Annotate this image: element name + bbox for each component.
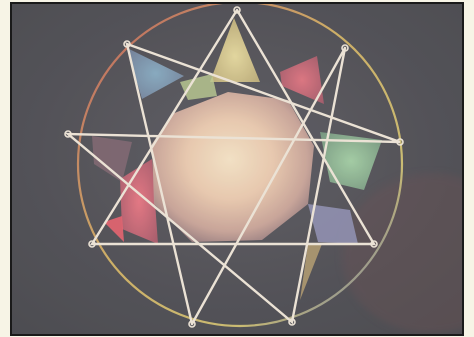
pale-wash [12, 4, 462, 334]
enneagram-artwork [12, 4, 462, 334]
artwork-frame [10, 2, 464, 336]
